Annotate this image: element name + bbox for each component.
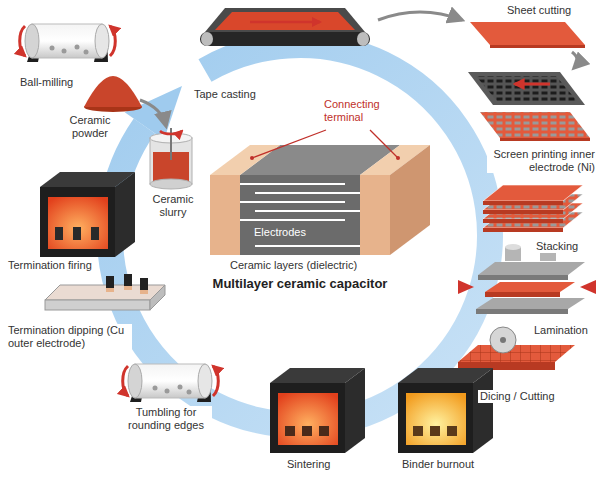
step-label: Tape casting [192, 88, 258, 101]
step-label: Lamination [532, 324, 590, 337]
material-label: Ceramic powder [62, 114, 118, 139]
part-label: Electrodes [252, 226, 308, 239]
flow-arrow [378, 12, 462, 20]
step-label: Sheet cutting [505, 4, 573, 17]
step-label: Ball-milling [18, 76, 75, 89]
step-label: Screen printing inner electrode (Ni) [487, 148, 597, 173]
step-label: Tumbling for rounding edges [120, 406, 212, 431]
dipping-tray [45, 274, 165, 310]
lamination-press [458, 244, 596, 314]
part-label: Ceramic layers (dielectric) [228, 259, 359, 272]
screen-printer [468, 72, 590, 141]
ball-mill [20, 24, 116, 62]
flow-arrow [572, 52, 578, 68]
tumbling-drum [123, 364, 219, 402]
step-label: Termination firing [6, 259, 94, 272]
step-label: Stacking [534, 240, 580, 253]
mlcc-cutaway [210, 130, 430, 255]
material-label: Ceramic slurry [145, 193, 201, 218]
sintering-furnace [270, 368, 365, 453]
step-label: Sintering [285, 458, 332, 471]
tape-caster [200, 8, 370, 46]
part-label: Connecting terminal [322, 98, 392, 123]
diagram-title: Multilayer ceramic capacitor [211, 276, 390, 291]
ceramic-sheet [470, 22, 585, 48]
termination-firing-furnace [40, 172, 135, 257]
sheet-stack [483, 185, 583, 232]
slurry-container [150, 128, 192, 189]
step-label: Dicing / Cutting [478, 390, 557, 403]
ceramic-powder-pile [84, 76, 142, 112]
flow-arrow [140, 100, 166, 126]
binder-burnout-furnace [398, 368, 493, 453]
step-label: Binder burnout [400, 458, 476, 471]
step-label: Termination dipping (Cu outer electrode) [6, 324, 132, 349]
